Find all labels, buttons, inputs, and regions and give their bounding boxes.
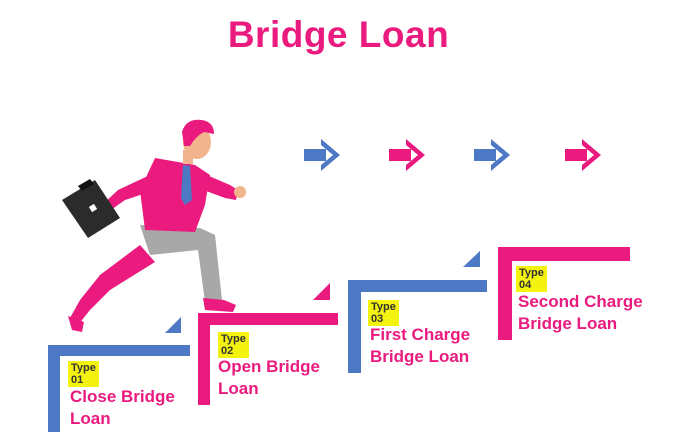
type-badge: Type 01 bbox=[68, 361, 99, 387]
step-label-line: First Charge bbox=[370, 325, 471, 344]
step-label: Open Bridge Loan bbox=[218, 356, 320, 400]
step-label-line: Bridge Loan bbox=[370, 347, 470, 366]
step-4-shape bbox=[498, 247, 630, 340]
type-badge: Type 03 bbox=[368, 300, 399, 326]
step-label-line: Loan bbox=[70, 409, 111, 428]
step-label-line: Loan bbox=[218, 379, 259, 398]
step-3-shape bbox=[348, 251, 487, 373]
step-label-line: Open Bridge bbox=[218, 357, 321, 376]
step-1-shape bbox=[48, 317, 190, 432]
arrow-right-icon bbox=[474, 139, 510, 171]
arrow-right-icon bbox=[565, 139, 601, 171]
arrow-right-icon bbox=[389, 139, 425, 171]
arrow-right-icon bbox=[304, 139, 340, 171]
step-label-line: Second Charge bbox=[518, 292, 643, 311]
step-label: Close Bridge Loan bbox=[70, 386, 175, 430]
type-badge: Type 04 bbox=[516, 266, 547, 292]
step-label-line: Bridge Loan bbox=[518, 314, 618, 333]
step-label: Second Charge Bridge Loan bbox=[518, 291, 643, 335]
step-label-line: Close Bridge bbox=[70, 387, 175, 406]
step-2-shape bbox=[198, 283, 338, 405]
running-businessman bbox=[68, 119, 246, 332]
type-badge: Type 02 bbox=[218, 332, 249, 358]
step-label: First Charge Bridge Loan bbox=[370, 324, 470, 368]
page-title: Bridge Loan bbox=[227, 14, 450, 55]
briefcase-icon bbox=[62, 179, 120, 238]
